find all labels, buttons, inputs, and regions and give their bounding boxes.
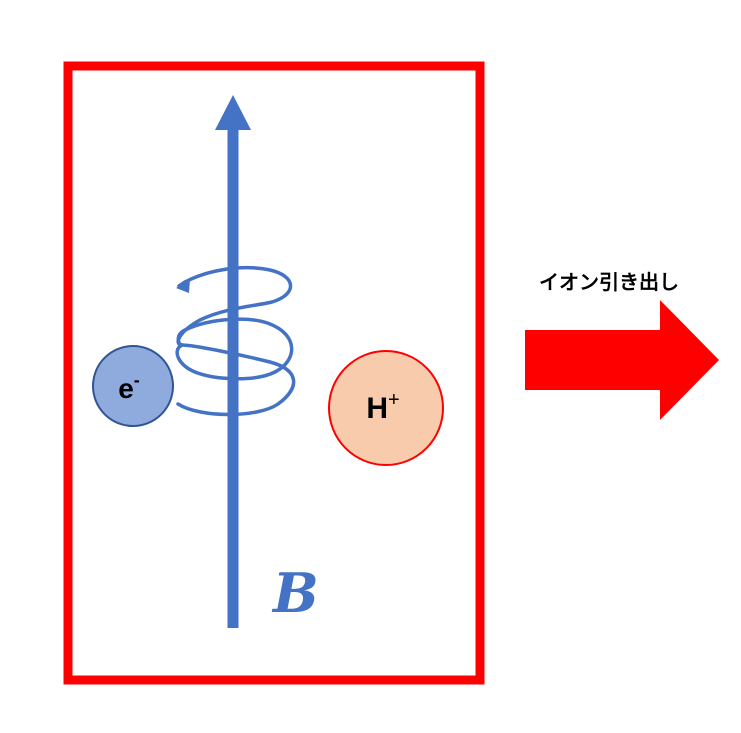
electron-circle [92, 345, 174, 427]
proton-label: H+ [366, 389, 399, 425]
right-arrow-icon [525, 300, 719, 420]
spiral-arrowhead-icon [176, 279, 190, 293]
electron-charge: - [134, 370, 140, 390]
up-arrow-icon [215, 95, 251, 130]
proton-symbol: H [366, 392, 388, 425]
magnetic-field-arrow [215, 95, 251, 628]
proton-circle [328, 350, 444, 466]
electron-label: e- [118, 370, 140, 404]
plasma-chamber [63, 61, 485, 685]
electron-symbol: e [118, 373, 134, 404]
spiral-icon [175, 265, 296, 417]
proton-charge: + [388, 389, 400, 411]
field-symbol-label: B [271, 561, 319, 625]
extraction-label: イオン引き出し [539, 270, 679, 294]
